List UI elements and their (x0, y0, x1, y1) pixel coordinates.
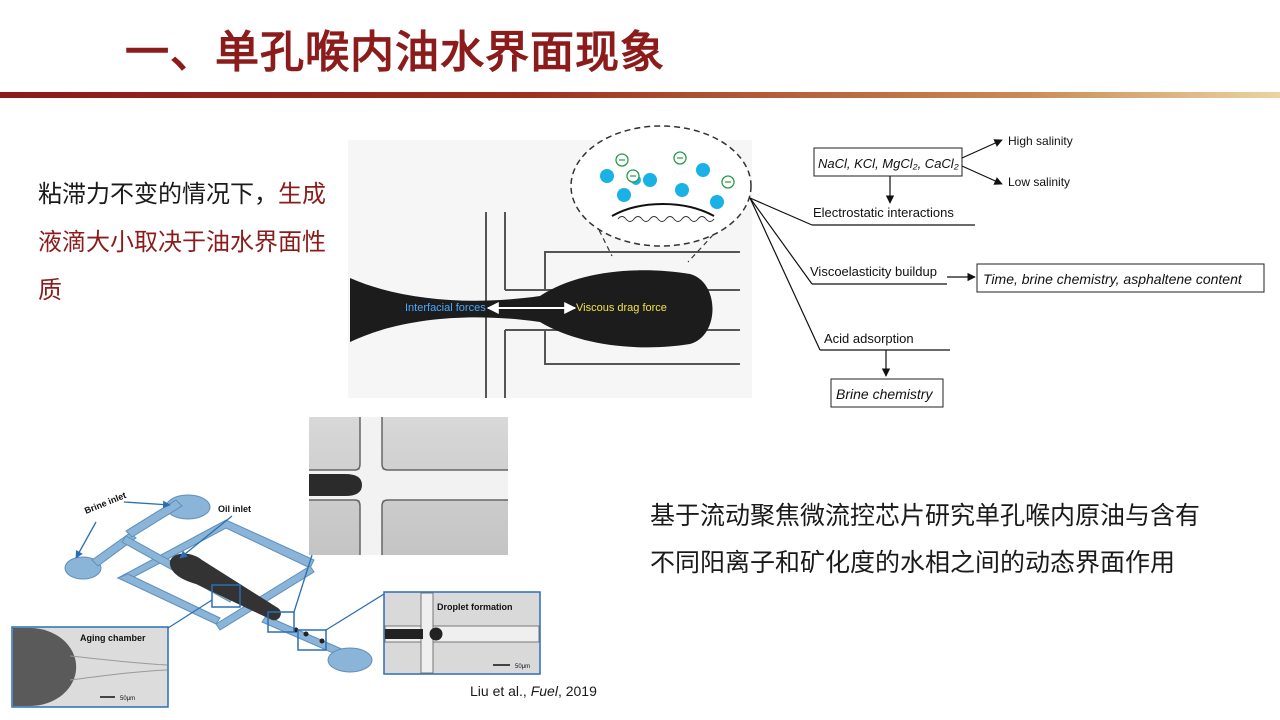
brine-inlet-arrow-left (75, 521, 97, 559)
high-salinity-arrow (961, 139, 1003, 159)
oil-channel (169, 553, 281, 621)
droplet-diagram: Interfacial forces Viscous drag force (348, 125, 752, 398)
left-description-accent: 生成液滴大小取决于油水界面性质 (38, 180, 326, 304)
citation-authors: Liu et al., (470, 683, 531, 699)
low-salinity-arrow (961, 165, 1003, 185)
viscous-drag-label: Viscous drag force (576, 302, 667, 314)
fan-lines (749, 197, 821, 351)
high-salinity-label: High salinity (1008, 134, 1073, 148)
zoom-connector-lines (167, 554, 385, 631)
aging-chamber-wall-1 (69, 655, 168, 666)
slide-title: 一、单孔喉内油水界面现象 (125, 27, 665, 78)
droplet-scale-label: 50μm (515, 664, 530, 670)
salts-text: NaCl, KCl, MgCl₂, CaCl₂ (818, 156, 959, 171)
aging-chamber-inset: Aging chamber 50μm (11, 626, 169, 708)
left-description-normal: 粘滞力不变的情况下， (38, 180, 278, 208)
micrograph-channel-walls (309, 417, 508, 555)
left-description: 粘滞力不变的情况下，生成液滴大小取决于油水界面性质 (38, 170, 348, 314)
droplet-formation-droplet (429, 627, 443, 641)
brine-inlet-arrow-top (123, 500, 171, 509)
viscoelasticity-label: Viscoelasticity buildup (810, 264, 937, 279)
salts-box (813, 147, 963, 177)
droplet-formation-inset: Droplet formation 50μm (383, 591, 541, 675)
aging-chamber-label: Aging chamber (80, 633, 146, 643)
oil-water-interface (611, 203, 715, 217)
title-divider (0, 92, 1280, 98)
chip-droplet-3 (319, 638, 325, 644)
micrograph-oil-finger (309, 474, 362, 496)
chip-droplet-2 (303, 631, 309, 637)
citation-journal: Fuel (530, 683, 558, 699)
droplet-formation-oil (385, 629, 423, 639)
asphaltene-layer (617, 216, 715, 222)
aging-zoom-rect (211, 584, 241, 608)
droplet-micrograph (309, 417, 508, 555)
droplet-formation-label: Droplet formation (437, 602, 513, 612)
time-box (976, 263, 1265, 293)
acid-adsorption-label: Acid adsorption (824, 331, 914, 346)
brine-chemistry-text: Brine chemistry (836, 386, 933, 402)
aging-chamber-wall-2 (69, 669, 168, 681)
low-salinity-label: Low salinity (1008, 175, 1070, 189)
droplet-formation-channels (384, 592, 540, 674)
oil-inlet-label: Oil inlet (218, 504, 251, 514)
electrostatic-label: Electrostatic interactions (813, 205, 954, 220)
anion-minus-signs (619, 157, 731, 183)
citation: Liu et al., Fuel, 2019 (470, 683, 597, 699)
cation-icons (600, 163, 724, 209)
brine-chemistry-box (830, 378, 944, 408)
junction-zoom-rect (267, 611, 295, 633)
interface-zoom-ellipse (570, 125, 752, 247)
droplet-zoom-rect (297, 629, 327, 651)
aging-chamber-oil (13, 628, 77, 706)
citation-year: , 2019 (557, 683, 597, 699)
mechanism-flowchart: NaCl, KCl, MgCl₂, CaCl₂ High salinity Lo… (749, 134, 1265, 408)
brine-inlet-label: Brine inlet (83, 490, 128, 516)
interfacial-forces-label: Interfacial forces (405, 302, 486, 314)
aging-scale-label: 50μm (120, 696, 135, 702)
right-description: 基于流动聚焦微流控芯片研究单孔喉内原油与含有不同阳离子和矿化度的水相之间的动态界… (650, 501, 1201, 577)
oil-inlet-arrow (179, 515, 233, 559)
time-box-text: Time, brine chemistry, asphaltene conten… (983, 271, 1243, 287)
